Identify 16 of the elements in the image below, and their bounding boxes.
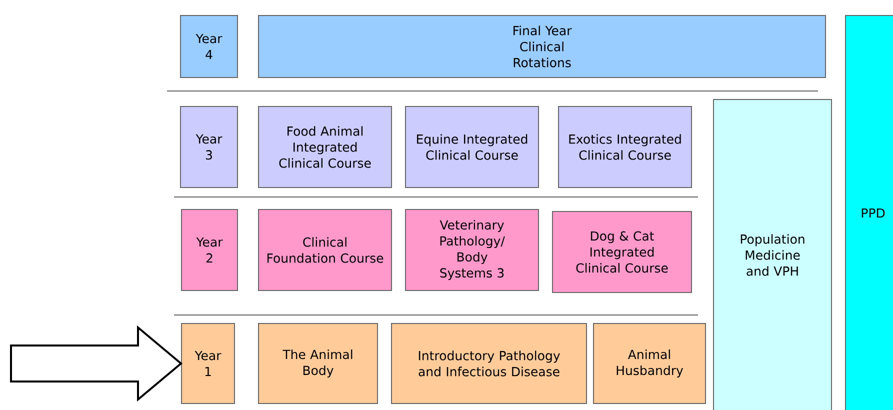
year-box: Year 1 <box>181 323 235 404</box>
year-box: Year 2 <box>181 209 238 291</box>
course-box: Exotics Integrated Clinical Course <box>558 106 692 188</box>
course-box: Final Year Clinical Rotations <box>258 15 826 78</box>
course-box: Population Medicine and VPH <box>713 99 832 410</box>
year-box: Year 3 <box>180 106 238 188</box>
course-box: Animal Husbandry <box>593 323 706 404</box>
course-box: The Animal Body <box>258 323 378 404</box>
course-box: Clinical Foundation Course <box>258 209 392 291</box>
course-box: Dog & Cat Integrated Clinical Course <box>552 211 692 293</box>
year-box: Year 4 <box>180 15 238 78</box>
course-box: Food Animal Integrated Clinical Course <box>258 106 392 188</box>
course-box: Veterinary Pathology/ Body Systems 3 <box>405 209 539 291</box>
course-box: Equine Integrated Clinical Course <box>405 106 539 188</box>
course-box: PPD <box>845 15 893 410</box>
course-box: Introductory Pathology and Infectious Disease <box>391 323 587 404</box>
